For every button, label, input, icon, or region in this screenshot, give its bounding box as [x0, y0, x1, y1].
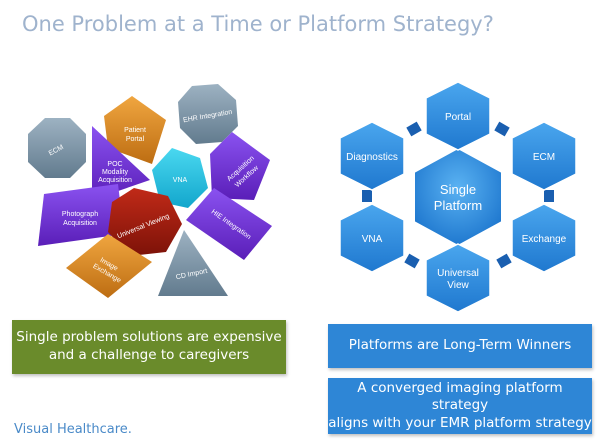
hex-universal-view-label-2: View [447, 280, 469, 291]
hub-label-2: Platform [434, 198, 482, 213]
photo-label-1: Photograph [62, 211, 98, 218]
hex-ecm [511, 121, 577, 191]
platform-caption: Platforms are Long-Term Winners [328, 324, 592, 368]
patient-portal-shape [104, 96, 166, 164]
green-caption-line-2: and a challenge to caregivers [48, 347, 250, 363]
hex-exchange [511, 203, 577, 273]
poc-label-2: Modality [102, 169, 129, 176]
patient-portal-label-1: Patient [124, 127, 146, 134]
page-title: One Problem at a Time or Platform Strate… [22, 12, 494, 36]
universal-viewing-shape [108, 188, 182, 256]
poc-label-3: Acquisition [98, 177, 132, 184]
connector-portal-ecm [494, 121, 510, 137]
hex-exchange-label: Exchange [522, 234, 567, 245]
vna-shape [152, 148, 208, 208]
hex-universal-view-label-1: Universal [437, 268, 479, 279]
hie-integration-shape [186, 188, 272, 260]
hex-vna-label: VNA [362, 234, 383, 245]
hex-vna [339, 203, 405, 273]
image-exchange-shape [66, 234, 152, 298]
ehr-integration-shape [178, 84, 238, 144]
hex-portal [425, 81, 491, 151]
acquisition-workflow-shape [210, 132, 270, 200]
ecm-shape [28, 118, 86, 178]
connector-ecm-exchange [544, 190, 554, 202]
patient-portal-label-2: Portal [126, 136, 145, 143]
strategy-caption: A converged imaging platform strategy al… [328, 378, 592, 434]
hex-diagnostics-label: Diagnostics [346, 152, 398, 163]
hub-label-1: Single [440, 182, 476, 197]
hex-diagnostics [339, 121, 405, 191]
strategy-caption-line-1: A converged imaging platform strategy [357, 379, 563, 414]
connector-diagnostics-portal [406, 121, 422, 137]
blue-caption-text: Platforms are Long-Term Winners [348, 337, 572, 354]
point-solution-caption: Single problem solutions are expensive a… [12, 320, 286, 374]
hex-ecm-label: ECM [533, 152, 555, 163]
photograph-acquisition-shape [38, 184, 124, 246]
platform-diagram: Single Platform Portal Diagnostics ECM V… [339, 81, 577, 312]
hex-universal-view [425, 243, 491, 312]
connector-view-vna [404, 253, 420, 269]
connector-exchange-view [496, 253, 512, 269]
green-caption-line-1: Single problem solutions are expensive [16, 329, 282, 346]
poc-label-1: POC [107, 161, 122, 168]
footer-brand: Visual Healthcare. [14, 422, 132, 437]
single-platform-hub [413, 146, 503, 248]
strategy-caption-line-2: aligns with your EMR platform strategy [328, 414, 592, 431]
photo-label-2: Acquisition [63, 220, 97, 227]
poc-acquisition-shape [92, 126, 150, 200]
point-solutions-diagram: ECM Patient Portal EHR Integration POC M… [28, 84, 272, 298]
connector-vna-diagnostics [362, 190, 372, 202]
vna-label: VNA [173, 177, 188, 184]
hex-portal-label: Portal [445, 112, 471, 123]
cd-import-shape [158, 230, 228, 296]
